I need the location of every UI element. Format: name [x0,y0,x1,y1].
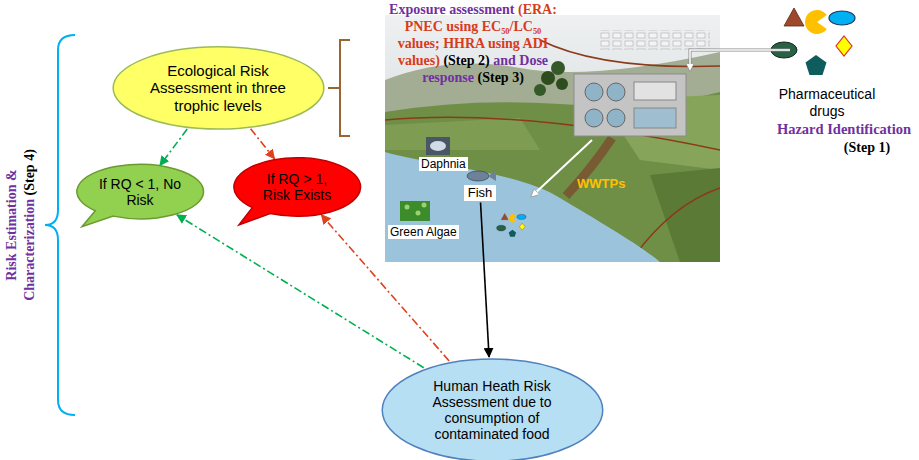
landscape-picture-part [650,168,720,262]
landscape-picture-part [385,52,720,262]
node-label: Human Heath Risk Assessment due to consu… [412,378,572,442]
node-text: Ecological Risk Assessment in three trop… [143,62,293,114]
shape-outline [113,47,324,129]
landscape-picture-part [385,118,540,150]
connector-arrow [481,202,490,356]
connector-arrow [177,215,424,368]
connector-arrow [251,129,275,159]
algae-icon-part [416,211,421,216]
pharmaceutical-icons [771,8,855,75]
text-group: Exposure assessment (ERA: PNEC using EC₅… [383,1,563,86]
pharmaceutical-icons-part [771,8,855,75]
result-bubble: If RQ < 1, No Risk [74,161,206,229]
icon-caption: Pharmaceutical drugs [772,86,882,120]
landscape-picture-part [574,74,686,136]
assessment-ellipse: Ecological Risk Assessment in three trop… [111,46,326,130]
landscape-picture-part [541,71,555,85]
shape-outline [234,158,361,225]
connector-arrow [160,129,187,165]
landscape-picture-part [551,61,565,75]
node-label: Fish [468,186,493,201]
step-number: (Step 1) [822,140,912,157]
daphnia-icon-part [430,141,446,151]
text-group: Risk Estimation & Characterization (Step… [3,125,41,325]
node-text: Fish [468,186,493,201]
algae-icon [400,201,430,221]
node-label: If RQ < 1, No Risk [98,176,182,208]
landscape-picture-part [634,82,676,100]
fish-icon-part [467,171,489,181]
landscape-picture-part [607,109,625,127]
landscape-picture-part [385,15,720,262]
landscape-picture [385,15,720,262]
landscape-picture-part [607,83,625,101]
landscape-picture-part [534,84,546,96]
assessment-ellipse: Human Heath Risk Assessment due to consu… [380,358,605,460]
landscape-picture-part [497,213,526,236]
step-number: (Step 2) [443,53,489,68]
landscape-picture-part [385,152,660,262]
step-title: Hazard Identification [745,121,911,138]
leader-line-part [690,50,790,70]
landscape-picture-part [585,109,603,127]
leader-line [690,50,790,70]
result-bubble: If RQ > 1, Risk Exists [231,154,363,227]
step-title: Exposure assessment [389,2,514,17]
node-text: If RQ < 1, No Risk [98,176,182,208]
fish-icon-part [488,171,496,181]
node-label: Ecological Risk Assessment in three trop… [143,62,293,114]
landscape-picture-part [540,40,720,66]
algae-icon-part [400,201,430,221]
step-number: (Step 4) [22,149,37,195]
landscape-picture-part [385,92,720,262]
algae-icon-part [405,205,410,210]
shape-outline [77,165,204,227]
organism-box: Fish [464,185,497,202]
landscape-picture-part [600,30,710,50]
shape-outline [382,359,603,460]
daphnia-icon [426,137,450,155]
leader-line-part [690,50,790,70]
landscape-picture-part [585,83,603,101]
organism-label: Daphnia [419,157,468,171]
node-label: If RQ > 1, Risk Exists [252,171,342,203]
daphnia-icon-part [426,137,450,155]
algae-icon-part [422,203,427,208]
organism-label: Green Algae [388,225,459,239]
plant-label: WWTPs [577,176,625,192]
node-text: Human Heath Risk Assessment due to consu… [412,378,572,442]
step-number: (Step 3) [478,70,524,85]
landscape-picture-part [556,78,568,90]
fish-icon [467,171,496,181]
node-text: If RQ > 1, Risk Exists [252,171,342,203]
landscape-picture-part [634,108,676,128]
brace [45,35,75,415]
bracket [328,40,350,136]
